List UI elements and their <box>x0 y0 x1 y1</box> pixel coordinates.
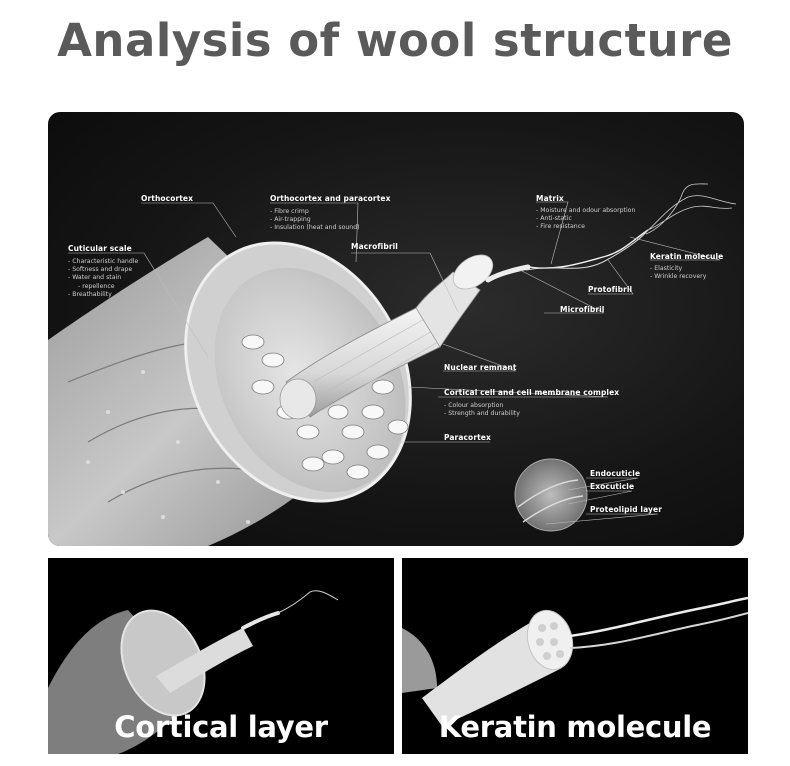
label-nuclear-remnant: Nuclear remnant <box>444 363 517 372</box>
label-orthocortex: Orthocortex <box>141 194 194 203</box>
microfibril-end <box>452 254 494 290</box>
microfibril-rod <box>415 271 481 348</box>
label-paracortex: Paracortex <box>444 433 491 442</box>
notes-cuticular: Characteristic handle Softness and drape… <box>68 258 138 299</box>
notes-matrix: Moisture and odour absorption Anti-stati… <box>536 207 635 232</box>
label-exocuticle: Exocuticle <box>590 482 635 491</box>
label-keratin-molecule: Keratin molecule <box>650 252 724 261</box>
notes-ortho-para: Fibre crimp Air-trapping Insulation (hea… <box>270 208 359 233</box>
notes-cortical-cell: Colour absorption Strength and durabilit… <box>444 402 520 418</box>
label-proteolipid-layer: Proteolipid layer <box>590 505 663 514</box>
label-ortho-para: Orthocortex and paracortex <box>270 194 391 203</box>
label-matrix: Matrix <box>536 194 564 203</box>
label-microfibril: Microfibril <box>560 305 605 314</box>
keratin-molecule-illustration <box>402 596 748 726</box>
label-cuticular-scale: Cuticular scale <box>68 244 132 253</box>
label-macrofibril: Macrofibril <box>351 242 398 251</box>
cuticle-inset <box>514 458 588 532</box>
label-protofibril: Protofibril <box>588 285 633 294</box>
notes-keratin: Elasticity Wrinkle recovery <box>650 265 706 281</box>
leader-lines <box>68 201 721 525</box>
wool-fibre-illustration <box>48 183 737 546</box>
caption-keratin-molecule: Keratin molecule <box>438 710 712 744</box>
page-title: Analysis of wool structure <box>57 14 733 67</box>
caption-cortical-layer: Cortical layer <box>114 710 328 744</box>
label-cortical-cell: Cortical cell and cell membrane complex <box>444 388 620 397</box>
cortical-layer-illustration <box>48 590 339 754</box>
protofibril-strand <box>522 229 649 269</box>
keratin-strands <box>645 183 737 235</box>
wool-structure-diagram: Orthocortex Orthocortex and paracortex F… <box>48 112 744 546</box>
label-endocuticle: Endocuticle <box>590 469 641 478</box>
keratin-molecule-panel: Keratin molecule <box>402 558 748 754</box>
cortical-layer-panel: Cortical layer <box>48 558 394 754</box>
